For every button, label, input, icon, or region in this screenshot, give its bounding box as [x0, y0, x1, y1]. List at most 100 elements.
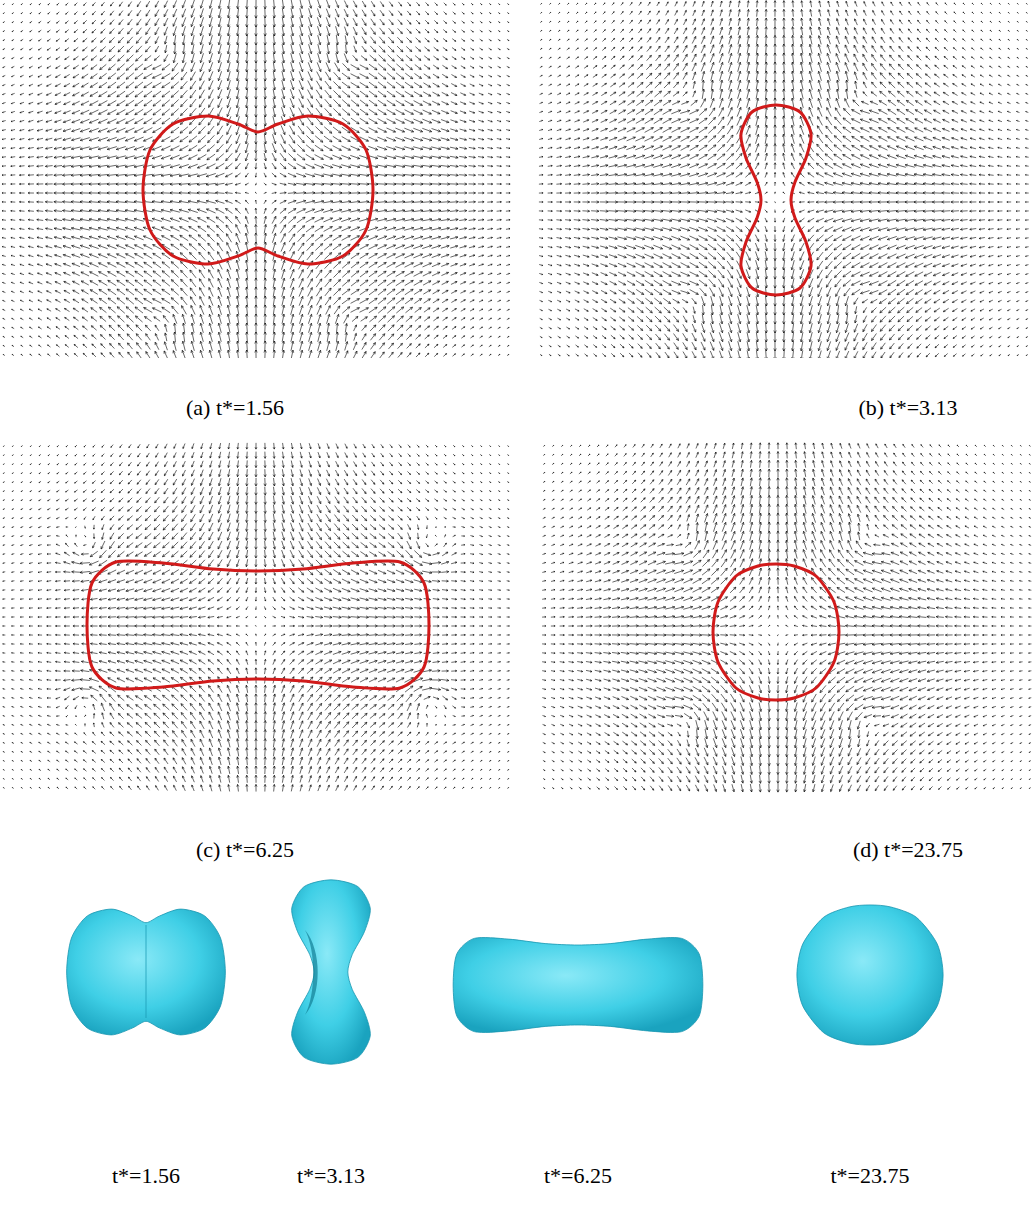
velocity-vector [135, 298, 143, 304]
velocity-vector [282, 62, 285, 72]
velocity-vector [117, 91, 125, 97]
velocity-vector [451, 291, 457, 294]
velocity-vector [227, 260, 231, 269]
velocity-vector [98, 245, 107, 249]
velocity-vector [369, 298, 377, 304]
velocity-vector [497, 93, 500, 94]
velocity-vector [431, 218, 441, 220]
velocity-vector [325, 90, 331, 98]
velocity-vector [218, 108, 222, 117]
velocity-vector [462, 12, 464, 14]
velocity-vector [246, 53, 248, 63]
velocity-vector [90, 92, 98, 97]
velocity-vector [323, 164, 332, 168]
velocity-vector [316, 81, 321, 90]
velocity-vector [307, 252, 313, 260]
velocity-vector [326, 62, 330, 71]
velocity-vector [440, 192, 450, 194]
velocity-vector [2, 219, 6, 220]
velocity-vector [478, 138, 484, 140]
velocity-vector [432, 101, 440, 105]
velocity-vector [334, 297, 341, 304]
velocity-vector [497, 111, 501, 112]
velocity-vector [431, 227, 441, 230]
velocity-vector [146, 37, 151, 44]
velocity-vector [37, 147, 43, 149]
velocity-vector [92, 20, 96, 24]
velocity-vector [350, 174, 360, 176]
velocity-vector [11, 192, 16, 193]
velocity-vector [506, 228, 510, 229]
velocity-vector [291, 296, 294, 306]
velocity-vector [170, 218, 179, 222]
velocity-vector [343, 63, 350, 70]
velocity-vector [351, 299, 360, 304]
velocity-vector [432, 92, 439, 96]
velocity-vector [272, 183, 276, 185]
velocity-vector [3, 300, 6, 301]
velocity-vector [450, 192, 459, 194]
velocity-vector [170, 209, 180, 212]
velocity-vector [386, 245, 395, 249]
velocity-vector [325, 99, 331, 107]
velocity-vector [360, 308, 369, 312]
velocity-vector [235, 200, 240, 203]
velocity-vector [110, 28, 115, 33]
velocity-vector [227, 44, 230, 54]
velocity-vector [107, 218, 117, 221]
velocity-vector [128, 2, 131, 7]
velocity-vector [255, 183, 257, 185]
velocity-vector [405, 110, 414, 115]
velocity-vector [441, 245, 449, 248]
velocity-vector [323, 200, 333, 202]
velocity-vector [38, 309, 42, 311]
velocity-vector [289, 144, 295, 152]
velocity-vector [90, 83, 97, 88]
velocity-vector [245, 89, 247, 99]
velocity-vector [118, 55, 125, 61]
velocity-vector [134, 227, 144, 231]
velocity-vector [173, 0, 176, 7]
velocity-vector [152, 165, 162, 168]
velocity-vector [92, 38, 97, 42]
velocity-vector [83, 47, 88, 51]
velocity-vector [386, 156, 396, 159]
velocity-vector [470, 300, 474, 302]
velocity-vector [71, 209, 81, 211]
velocity-vector [100, 47, 105, 52]
velocity-vector [37, 255, 43, 257]
velocity-vector [323, 183, 333, 185]
velocity-vector [81, 110, 89, 114]
velocity-vector [198, 226, 206, 232]
velocity-vector [46, 237, 53, 239]
velocity-vector [281, 260, 285, 269]
velocity-vector [117, 263, 126, 268]
velocity-vector [422, 183, 432, 185]
velocity-vector [11, 111, 15, 112]
velocity-vector [144, 308, 153, 313]
velocity-vector [135, 271, 143, 277]
velocity-vector [182, 35, 184, 45]
velocity-vector [470, 66, 474, 68]
velocity-vector [369, 128, 378, 133]
velocity-vector [63, 218, 72, 220]
velocity-vector [316, 108, 322, 116]
velocity-vector [341, 165, 351, 168]
velocity-vector [488, 291, 492, 293]
velocity-vector [377, 165, 387, 168]
velocity-vector [478, 192, 484, 194]
velocity-vector [2, 112, 5, 113]
velocity-vector [351, 253, 359, 259]
velocity-vector [99, 298, 106, 303]
velocity-vector [398, 28, 403, 33]
velocity-vector [415, 56, 421, 61]
velocity-vector [369, 100, 377, 106]
velocity-vector [21, 12, 23, 13]
velocity-vector [431, 147, 441, 150]
velocity-vector [280, 153, 286, 161]
velocity-vector [398, 11, 402, 16]
velocity-vector [117, 100, 125, 105]
velocity-vector [386, 218, 396, 221]
velocity-vector [37, 210, 44, 212]
velocity-vector [2, 157, 6, 158]
